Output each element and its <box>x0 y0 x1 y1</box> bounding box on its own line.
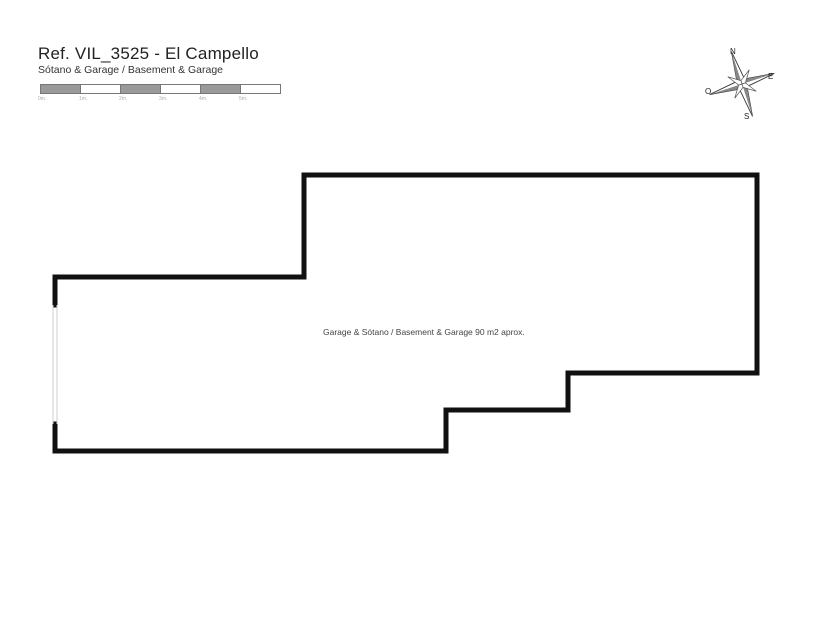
scale-segment <box>41 85 81 93</box>
exterior-walls <box>52 172 760 454</box>
scale-label: 2m. <box>119 96 128 102</box>
scale-segment <box>201 85 241 93</box>
compass-north-label: N <box>730 47 736 56</box>
scale-label: 0m. <box>38 96 47 102</box>
scale-segment <box>161 85 201 93</box>
compass-west-label: O <box>705 87 712 96</box>
compass-rose-icon: N E S O <box>698 40 782 124</box>
scale-label: 3m. <box>159 96 168 102</box>
scale-labels: 0m. 1m. 2m. 3m. 4m. 5m. <box>38 96 298 106</box>
room-label: Garage & Sótano / Basement & Garage 90 m… <box>323 327 525 337</box>
compass-star-icon <box>709 51 775 117</box>
compass-east-label: E <box>768 72 774 81</box>
scale-bar <box>40 84 281 94</box>
scale-label: 5m. <box>239 96 248 102</box>
scale-segment <box>241 85 280 93</box>
plan-title: Ref. VIL_3525 - El Campello <box>38 44 259 63</box>
compass-south-label: S <box>744 112 750 121</box>
plan-subtitle: Sótano & Garage / Basement & Garage <box>38 64 224 76</box>
scale-label: 1m. <box>79 96 88 102</box>
scale-label: 4m. <box>199 96 208 102</box>
scale-segment <box>121 85 161 93</box>
scale-segment <box>81 85 121 93</box>
